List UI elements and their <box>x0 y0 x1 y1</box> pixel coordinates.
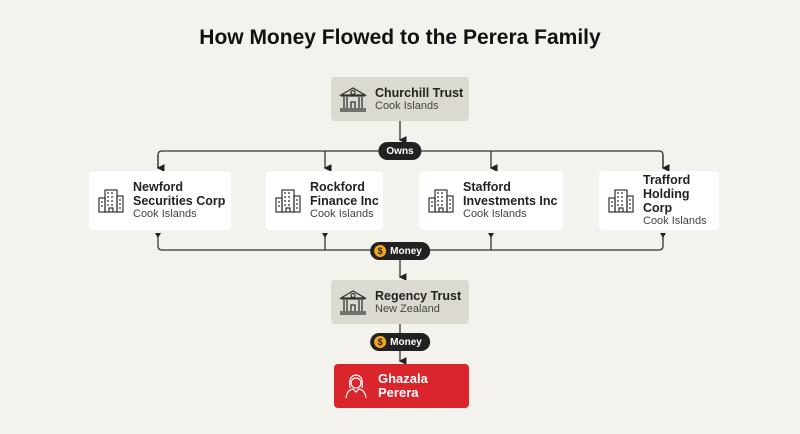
person-node: Ghazala Perera <box>334 364 469 408</box>
page-title: How Money Flowed to the Perera Family <box>199 26 601 49</box>
owns-label: Owns <box>378 142 422 160</box>
company-name: Newford <box>133 180 183 194</box>
company-name: Rockford <box>310 180 365 194</box>
person-icon <box>345 374 367 399</box>
bank-icon <box>339 87 367 112</box>
company-name: Stafford <box>463 180 511 194</box>
node-name: Churchill Trust <box>375 85 464 100</box>
dollar-coin-icon: $ <box>374 245 387 257</box>
company-name: Investments Inc <box>463 194 558 208</box>
money-label-text: Money <box>390 336 422 348</box>
money-label-text: Money <box>390 245 422 257</box>
company-name: Finance Inc <box>310 194 379 208</box>
office-building-icon <box>275 188 301 213</box>
dollar-coin-icon: $ <box>374 336 387 348</box>
bank-icon <box>339 290 367 315</box>
person-name: Ghazala Perera <box>378 371 428 400</box>
node-location: Cook Islands <box>375 99 439 112</box>
company-location: Cook Islands <box>463 208 527 220</box>
node-location: New Zealand <box>375 302 440 315</box>
company-name: Holding Corp <box>643 187 690 215</box>
company-name: Securities Corp <box>133 194 226 208</box>
company-name: Trafford <box>643 173 691 187</box>
office-building-icon <box>98 188 124 213</box>
company-location: Cook Islands <box>643 215 707 227</box>
office-building-icon <box>608 188 634 213</box>
node-name: Regency Trust <box>375 288 462 303</box>
money-label: $Money <box>370 242 430 260</box>
office-building-icon <box>428 188 454 213</box>
company-location: Cook Islands <box>310 208 374 220</box>
money-label: $Money <box>370 333 430 351</box>
company-location: Cook Islands <box>133 208 197 220</box>
